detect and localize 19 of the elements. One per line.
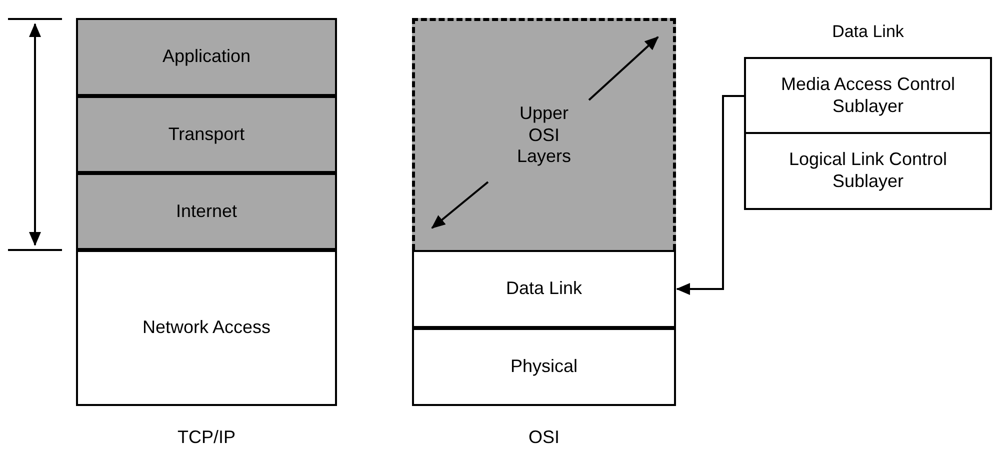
stack-caption: OSI xyxy=(527,426,560,449)
layer-label: Transport xyxy=(168,124,245,146)
layer-label: Internet xyxy=(176,200,238,222)
layer-label: Data Link xyxy=(506,278,582,300)
layer-label: Logical Link Control Sublayer xyxy=(788,149,948,193)
layer-label: Application xyxy=(162,46,251,68)
layer-box xyxy=(76,173,337,250)
layer-box xyxy=(412,328,676,406)
layer-box xyxy=(76,18,337,96)
layer-box xyxy=(412,250,676,328)
layer-box xyxy=(76,250,337,406)
layer-group-box xyxy=(412,18,676,250)
connector-arrow xyxy=(676,95,744,295)
group-heading: Data Link xyxy=(831,21,905,43)
stack-caption: TCP/IP xyxy=(176,426,236,449)
layer-label: Network Access xyxy=(142,317,271,339)
layer-box xyxy=(76,96,337,173)
layer-label: Media Access Control Sublayer xyxy=(780,74,956,118)
layer-label: Physical xyxy=(510,356,578,378)
